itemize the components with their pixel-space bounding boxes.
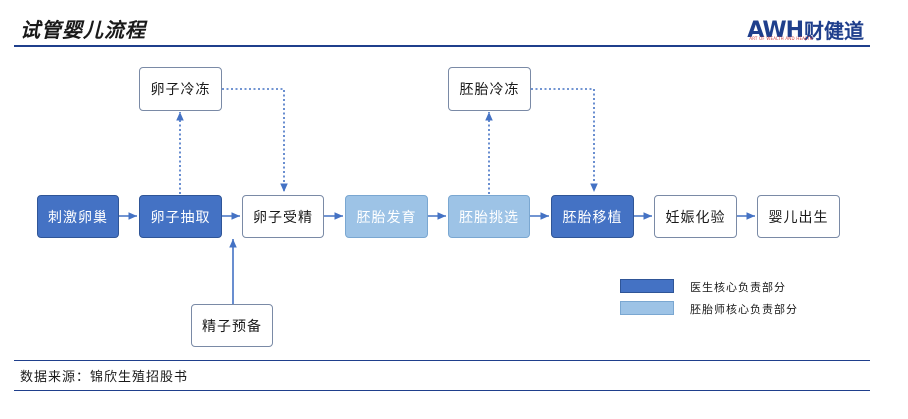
legend-label-embryologist: 胚胎师核心负责部分 xyxy=(690,303,798,316)
arrow-egg-freezing-to-fertilization xyxy=(222,88,288,192)
logo-chinese: 财健道 xyxy=(804,19,864,43)
arrow-embryo-freezing-to-transfer xyxy=(531,88,598,192)
footer-divider-bottom xyxy=(14,390,870,391)
node-birth: 婴儿出生 xyxy=(757,195,840,238)
legend-swatch-embryologist xyxy=(620,301,674,315)
legend-swatch-doctor xyxy=(620,279,674,293)
logo-wordmark: AWH xyxy=(747,18,804,43)
node-egg-retrieval: 卵子抽取 xyxy=(139,195,222,238)
legend-label-doctor: 医生核心负责部分 xyxy=(690,281,786,294)
footer-divider-top xyxy=(14,360,870,361)
logo-tagline: ART OF WEALTH AND HEALTH xyxy=(749,36,813,41)
node-ovary-stimulation: 刺激卵巢 xyxy=(37,195,119,238)
node-egg-freezing: 卵子冷冻 xyxy=(139,67,222,111)
node-fertilization: 卵子受精 xyxy=(242,195,324,238)
node-embryo-selection: 胚胎挑选 xyxy=(448,195,530,238)
node-embryo-transfer: 胚胎移植 xyxy=(551,195,634,238)
node-pregnancy-test: 妊娠化验 xyxy=(654,195,737,238)
node-embryo-freezing: 胚胎冷冻 xyxy=(448,67,531,111)
source-note: 数据来源：锦欣生殖招股书 xyxy=(20,370,189,385)
node-sperm-prep: 精子预备 xyxy=(191,304,273,347)
header-divider xyxy=(14,45,870,47)
node-embryo-culture: 胚胎发育 xyxy=(345,195,428,238)
page-title: 试管婴儿流程 xyxy=(20,18,146,42)
brand-logo: AWH 财健道 ART OF WEALTH AND HEALTH xyxy=(747,14,864,43)
